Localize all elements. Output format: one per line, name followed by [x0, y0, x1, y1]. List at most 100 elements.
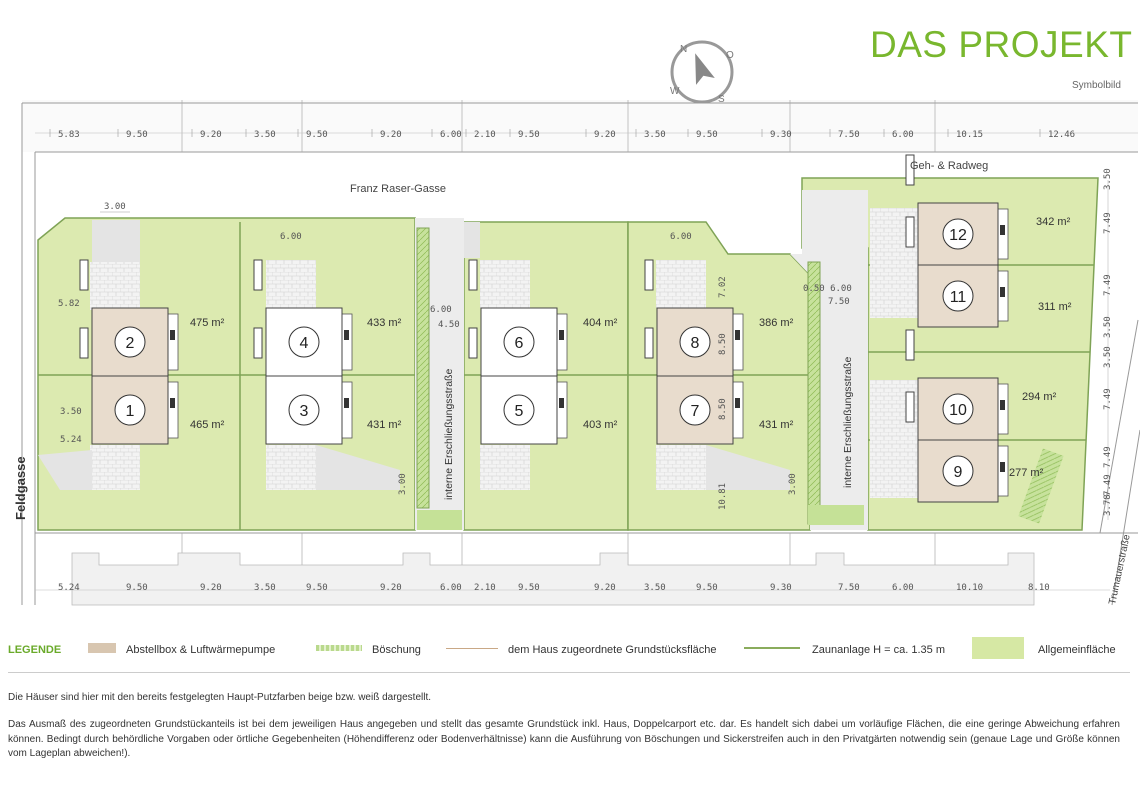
storage-box [732, 381, 744, 439]
house-number: 9 [954, 464, 963, 481]
heat-pump [1000, 287, 1005, 297]
house-number: 4 [300, 335, 309, 352]
dim-label: 3.00 [104, 202, 126, 212]
house-number-badge [114, 326, 146, 358]
carport-post [79, 327, 89, 359]
legend-swatch-fence [744, 647, 800, 649]
bottom-dimension: 9.20 [380, 583, 402, 593]
top-dimension: 6.00 [440, 130, 462, 140]
house-8[interactable]: 8 386 m² [644, 259, 794, 377]
plot-area: 431 m² [367, 419, 402, 431]
bottom-dimension: 9.20 [594, 583, 616, 593]
divider [8, 672, 1130, 673]
carport-post [253, 327, 263, 359]
storage-box [341, 313, 353, 371]
house-3[interactable]: 3 431 m² [253, 327, 402, 445]
plot-area: 342 m² [1036, 216, 1071, 228]
legend-swatch-storage [88, 643, 116, 653]
heat-pump [559, 398, 564, 408]
dim-label: 3.00 [788, 473, 798, 495]
dim-label: 6.00 [280, 232, 302, 242]
top-dimension: 9.50 [518, 130, 540, 140]
house-number: 8 [691, 335, 700, 352]
right-dimension: 3.50 [1103, 168, 1113, 190]
bottom-dimension: 3.50 [644, 583, 666, 593]
heat-pump [344, 398, 349, 408]
carport-post [905, 154, 915, 186]
plot-area: 386 m² [759, 317, 794, 329]
page-subtitle: Symbolbild [1072, 80, 1121, 91]
house-10[interactable]: 10 294 m² [905, 329, 1057, 441]
right-dimension: 7.49 [1103, 274, 1113, 296]
dim-label: 7.02 [718, 276, 728, 298]
bottom-dimension: 6.00 [440, 583, 462, 593]
bottom-dimension: 6.00 [892, 583, 914, 593]
carport-post [644, 259, 654, 291]
top-dimension: 9.50 [306, 130, 328, 140]
plot-area: 475 m² [190, 317, 225, 329]
house-number: 6 [515, 335, 524, 352]
right-dimension: 3.50 [1103, 316, 1113, 338]
dim-label: 3.50 [60, 407, 82, 417]
heat-pump [170, 330, 175, 340]
top-dimension: 3.50 [254, 130, 276, 140]
top-dimension: 12.46 [1048, 130, 1075, 140]
legend: LEGENDE Abstellbox & Luftwärmepumpe Bösc… [8, 637, 1138, 663]
compass-letter: O [726, 50, 734, 61]
street-label-top: Franz Raser-Gasse [350, 183, 446, 195]
carport-post [905, 329, 915, 361]
legend-swatch-slope [316, 645, 362, 651]
legend-label: Zaunanlage H = ca. 1.35 m [812, 644, 945, 656]
house-number-badge [503, 326, 535, 358]
plot-area: 294 m² [1022, 391, 1057, 403]
carport-post [644, 327, 654, 359]
bottom-dimension: 9.50 [126, 583, 148, 593]
top-dimension: 9.50 [126, 130, 148, 140]
bottom-dimension: 8.10 [1028, 583, 1050, 593]
top-dimension: 6.00 [892, 130, 914, 140]
house-number: 10 [949, 402, 967, 419]
carport-post [468, 327, 478, 359]
compass-letter: W [670, 86, 680, 97]
heat-pump [735, 398, 740, 408]
storage-box [341, 381, 353, 439]
compass-icon: N O S W [670, 40, 734, 105]
slope-strip-b [807, 261, 821, 525]
legend-label: Abstellbox & Luftwärmepumpe [126, 644, 276, 656]
bottom-dimension: 9.50 [306, 583, 328, 593]
street-label-left: Feldgasse [13, 456, 28, 520]
house-number-badge [679, 326, 711, 358]
dim-label: 4.50 [438, 320, 460, 330]
heat-pump [735, 330, 740, 340]
bottom-dimension: 9.30 [770, 583, 792, 593]
legend-heading: LEGENDE [8, 644, 62, 656]
heat-pump [1000, 225, 1005, 235]
top-dimension: 7.50 [838, 130, 860, 140]
house-number: 3 [300, 403, 309, 420]
right-dimension: 3.78 [1103, 494, 1113, 516]
dim-label: 7.50 [828, 297, 850, 307]
bottom-dimension: 2.10 [474, 583, 496, 593]
house-number: 7 [691, 403, 700, 420]
legend-swatch-common [972, 637, 1024, 659]
storage-box [732, 313, 744, 371]
house-2[interactable]: 2 475 m² [79, 259, 225, 377]
bottom-dimension: 7.50 [838, 583, 860, 593]
house-number-badge [114, 394, 146, 426]
top-dimension: 3.50 [644, 130, 666, 140]
heat-pump [344, 330, 349, 340]
house-number: 2 [126, 335, 135, 352]
bottom-dimension: 3.50 [254, 583, 276, 593]
dim-label: 8.50 [718, 333, 728, 355]
house-number-badge [942, 393, 974, 425]
legend-label: Böschung [372, 644, 421, 656]
carport-post [79, 259, 89, 291]
